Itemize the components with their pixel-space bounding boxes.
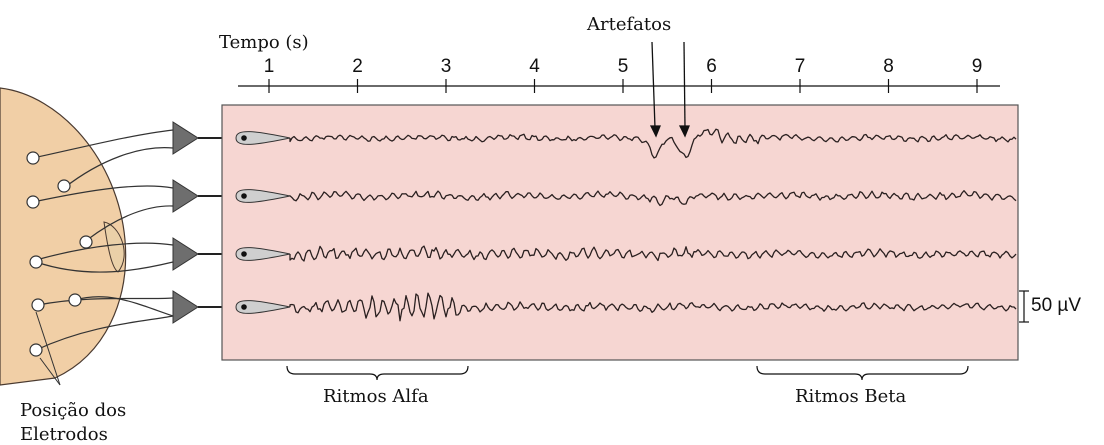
electrode [29,255,43,269]
time-axis-label: Tempo (s) [219,32,309,53]
scale-bar-label: 50 µV [1031,295,1081,316]
eeg-trace [289,245,1017,262]
electrode [68,293,82,307]
eeg-trace [289,128,1017,159]
recording-paper [221,104,1019,361]
time-tick-label: 1 [264,56,275,77]
alpha-bracket [286,365,469,381]
time-tick-label: 7 [795,56,806,77]
time-tick-label: 5 [618,56,629,77]
electrode [26,195,40,209]
beta-label: Ritmos Beta [795,386,907,407]
time-ticks: 1 2 3 4 5 6 7 8 9 [264,56,983,93]
pen-tips [241,135,247,310]
time-tick-label: 4 [529,56,540,77]
amplifier [172,121,199,155]
electrode [29,343,43,357]
electrode [31,298,45,312]
time-tick-label: 9 [972,56,983,77]
electrode-wires [32,129,174,351]
amplifier [172,179,199,213]
time-tick-label: 3 [441,56,452,77]
electrode [79,235,93,249]
electrodes-label-line1: Posição dos [20,400,126,421]
beta-bracket [756,365,969,381]
artifacts-label: Artefatos [586,14,671,35]
scale-bar [1019,290,1029,323]
eeg-trace [289,292,1017,322]
alpha-label: Ritmos Alfa [323,386,429,407]
electrode [57,179,71,193]
artifact-arrows [649,41,690,138]
electrodes-label-line2: Eletrodos [20,424,108,445]
electrode [26,151,40,165]
recording-pens [235,131,291,314]
amplifier [172,237,199,271]
electrodes [26,151,93,357]
amplifier [172,290,199,324]
time-tick-label: 8 [883,56,894,77]
electrode-pointers [35,311,61,386]
amplifiers [172,121,199,324]
eeg-trace [289,190,1017,207]
time-tick-label: 6 [706,56,717,77]
eeg-traces [289,128,1017,322]
time-tick-label: 2 [352,56,363,77]
